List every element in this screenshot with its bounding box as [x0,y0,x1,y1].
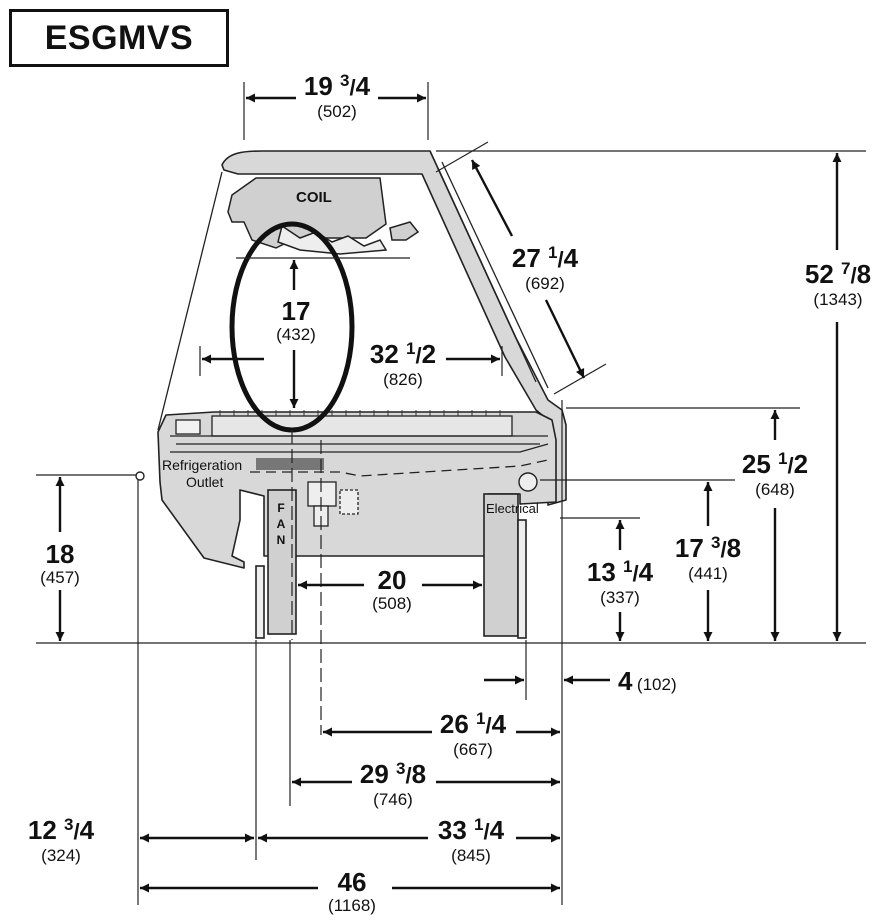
arrow-glass-down [544,299,586,379]
coil-label: COIL [296,189,332,206]
deck-pan [170,443,549,453]
rear-leg [267,489,297,635]
deck-rack-teeth [219,410,501,416]
refrigeration-label: Refrigeration [162,457,243,473]
ext-glass-top [435,141,489,173]
fan-letter-n: N [276,533,286,547]
model-title-box: ESGMVS [9,9,229,67]
dim-rear-overhang: 12 3/4 (324) [27,815,95,865]
dim-overall-depth: 46 (1168) [328,867,376,915]
coil-bracket [389,221,420,241]
canopy-frame [221,150,567,506]
rear-foot [255,565,265,639]
duct-dashed [250,459,549,477]
deck-rack [211,415,513,437]
dim-leg-spacing: 20 (508) [372,565,412,613]
dim-fan-offset: 29 3/8 (746) [359,759,427,809]
rack-teeth [219,410,501,416]
dim-electrical-height: 17 3/8 (441) [674,533,742,583]
front-glass-inner [437,167,537,383]
rear-glass [157,171,223,431]
outlet-knob [135,471,145,481]
extension-lines [36,82,866,905]
dim-drain-offset: 26 1/4 (667) [439,709,507,759]
redacted-label [256,458,324,470]
electrical-label: Electrical [486,501,539,516]
outlet-label: Outlet [186,474,224,490]
valve-box [339,489,359,515]
drain-fitting [307,481,337,507]
dim-coil-height: 17 (432) [276,296,316,344]
fan-letter-a: A [276,517,286,531]
dim-front-offset: 4 (102) [618,666,677,696]
front-foot [517,519,527,639]
dim-leg-clearance: 13 1/4 (337) [586,557,654,607]
dim-interior-width: 32 1/2 (826) [369,339,437,389]
dim-glass-length: 27 1/4 (692) [511,243,579,293]
electrical-box [518,472,538,492]
front-glass-outer [441,161,549,389]
control-box [175,419,201,435]
front-leg [483,493,519,637]
arrow-glass-up [470,159,514,237]
legs [255,489,527,639]
dim-top-width: 19 3/4 (502) [303,71,371,121]
fan-letter-f: F [277,501,285,515]
dim-overall-height: 52 7/8 (1343) [804,259,872,309]
dimension-arrows [55,93,842,893]
dim-base-depth: 33 1/4 (845) [437,815,505,865]
ext-glass-bottom [553,363,607,395]
glass-lines [157,161,549,431]
dim-outlet-height: 18 (457) [40,539,80,587]
dim-deck-height: 25 1/2 (648) [741,449,809,499]
model-title: ESGMVS [44,18,194,57]
